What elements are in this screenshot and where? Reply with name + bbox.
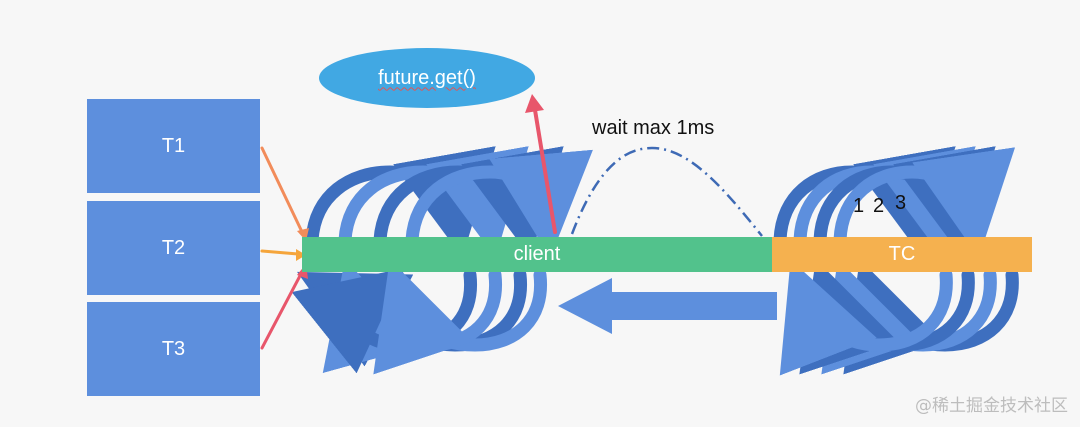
loop-arrow xyxy=(779,259,953,376)
client-bar: client xyxy=(302,237,772,272)
loop-arrow xyxy=(373,259,548,375)
response-arrow xyxy=(558,278,777,334)
tc-upper-loops xyxy=(773,146,1016,258)
batch-number: 3 xyxy=(895,192,907,214)
watermark: @稀土掘金技术社区 xyxy=(915,396,1068,416)
tc-bar: TC xyxy=(772,237,1032,272)
thread-box-t2: T2 xyxy=(87,201,260,295)
wait-curve xyxy=(570,146,763,237)
thread-label: T2 xyxy=(161,236,186,259)
thread-label: T1 xyxy=(161,134,186,157)
loop-arrow xyxy=(405,149,593,258)
wait-label: wait max 1ms xyxy=(592,117,715,139)
loop-arrow xyxy=(833,147,1016,258)
t3-request-arrow xyxy=(260,270,304,350)
thread-box-t3: T3 xyxy=(87,302,260,396)
thread-label: T3 xyxy=(161,337,186,360)
client-upper-loops xyxy=(305,146,593,258)
batch-number: 1 xyxy=(853,195,865,217)
future-get-label: future.get() xyxy=(378,66,476,89)
client-label: client xyxy=(513,243,561,265)
t2-arrowhead xyxy=(296,249,306,261)
client-lower-loops xyxy=(291,258,548,375)
future-get-ellipse: future.get() xyxy=(319,48,535,108)
tc-lower-loops xyxy=(779,259,1019,376)
t2-request-arrow xyxy=(260,249,300,256)
tc-label: TC xyxy=(888,243,916,265)
t1-request-arrow xyxy=(260,146,305,236)
thread-box-t1: T1 xyxy=(87,99,260,193)
future-arrow xyxy=(525,94,557,234)
batch-number: 2 xyxy=(873,195,885,217)
